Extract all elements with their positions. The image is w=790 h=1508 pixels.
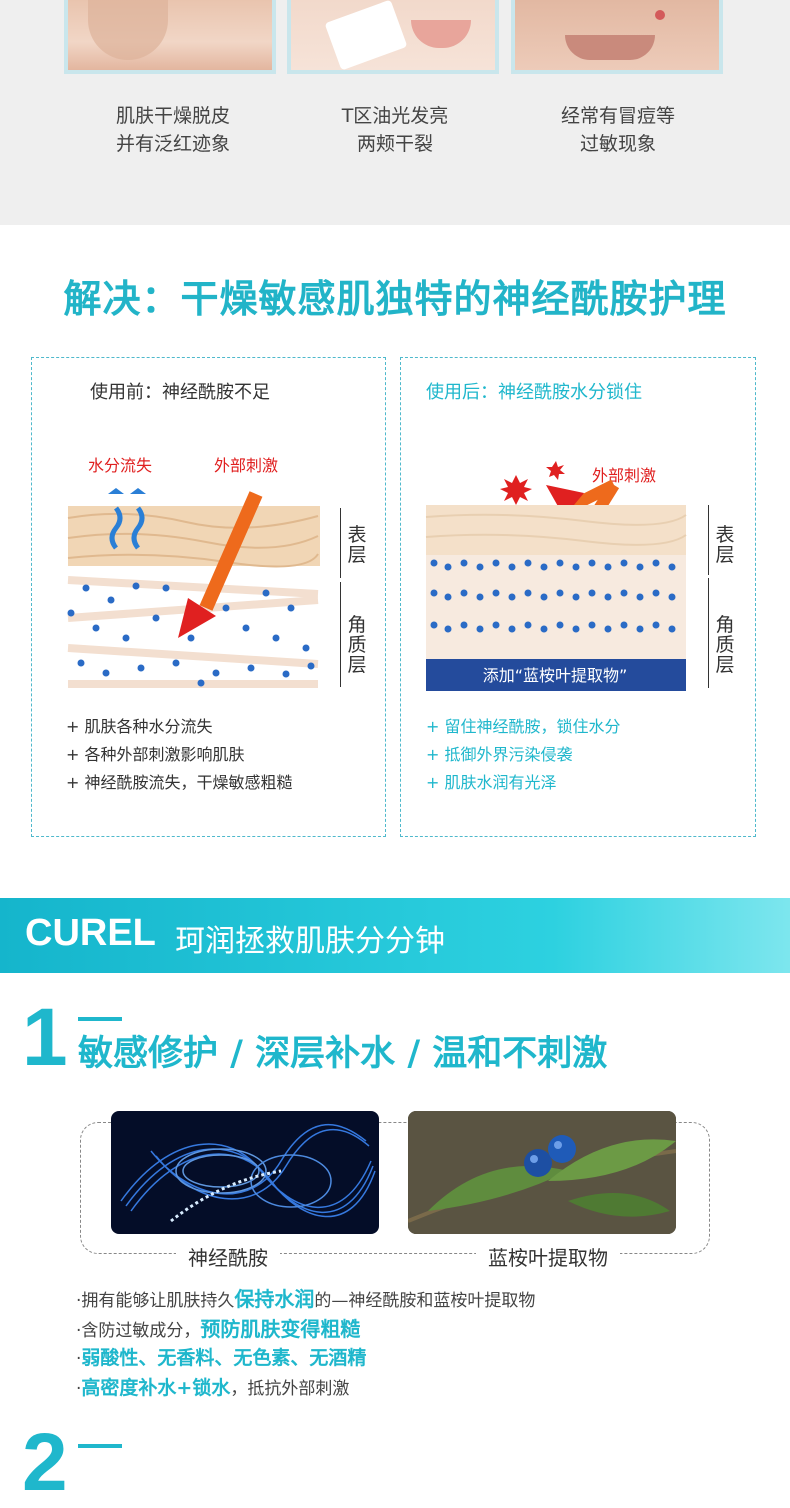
after-skin-diagram [425, 461, 687, 691]
feature-number-2: 2 [22, 1417, 68, 1508]
solution-title: 解决：干燥敏感肌独特的神经酰胺护理 [63, 277, 727, 321]
after-bullet-2: + 抵御外界污染侵袭 [426, 745, 573, 764]
problems-section: 肌肤干燥脱皮并有泛红迹象 T区油光发亮两颊干裂 经常有冒痘等过敏现象 [0, 0, 790, 225]
before-stratum-label: 角质层 [347, 614, 367, 676]
after-stratum-bracket [698, 578, 709, 688]
ceramide-label: 神经酰胺 [176, 1242, 280, 1271]
eucalyptus-label: 蓝桉叶提取物 [476, 1242, 620, 1271]
extract-bar: 添加“蓝桉叶提取物” [482, 666, 628, 685]
desc-line-2: ·含防过敏成分，预防肌肤变得粗糙 [76, 1317, 361, 1341]
after-title: 使用后：神经酰胺水分锁住 [426, 382, 642, 403]
problem-text-3: 经常有冒痘等过敏现象 [560, 105, 675, 155]
before-panel: 使用前：神经酰胺不足 + 肌肤各种水分流失 + 各种外部刺激影响肌肤 + 神经酰… [31, 357, 386, 837]
banner-subtitle: 珂润拯救肌肤分分钟 [175, 924, 445, 959]
problem-text-1: 肌肤干燥脱皮并有泛红迹象 [115, 105, 230, 155]
before-bullet-2: + 各种外部刺激影响肌肤 [66, 745, 245, 764]
feature-number-underline [78, 1017, 122, 1021]
before-bullets: + 肌肤各种水分流失 + 各种外部刺激影响肌肤 + 神经酰胺流失，干燥敏感粗糙 [66, 713, 293, 797]
desc-line-3: ·弱酸性、无香料、无色素、无酒精 [76, 1347, 367, 1369]
before-bullet-1: + 肌肤各种水分流失 [66, 717, 213, 736]
feature-2-underline [78, 1444, 122, 1448]
after-stimulus-label: 外部刺激 [592, 466, 657, 485]
feature-1-title: 敏感修护 / 深层补水 / 温和不刺激 [78, 1034, 608, 1074]
feature-number-1: 1 [22, 992, 68, 1083]
before-bullet-3: + 神经酰胺流失，干燥敏感粗糙 [66, 773, 293, 792]
before-surface-bracket [330, 508, 341, 578]
acne-skin-photo [511, 0, 723, 74]
before-stratum-bracket [330, 582, 341, 687]
after-bullets: + 留住神经酰胺，锁住水分 + 抵御外界污染侵袭 + 肌肤水润有光泽 [426, 713, 621, 797]
after-surface-bracket [698, 505, 709, 575]
after-bullet-3: + 肌肤水润有光泽 [426, 773, 557, 792]
oily-skin-photo [287, 0, 499, 74]
before-skin-diagram [67, 488, 320, 690]
brand-name: CUREL [25, 912, 156, 954]
ceramide-wave-image [111, 1111, 379, 1234]
before-surface-label: 表层 [347, 524, 367, 566]
dry-skin-photo [64, 0, 276, 74]
after-panel: 使用后：神经酰胺水分锁住 + 留住神经酰胺，锁住水分 + 抵御外界污染侵袭 + … [400, 357, 756, 837]
desc-line-1: ·拥有能够让肌肤持久保持水润的—神经酰胺和蓝桉叶提取物 [76, 1287, 536, 1311]
after-surface-label: 表层 [715, 524, 735, 566]
feature-images-frame [80, 1122, 710, 1254]
eucalyptus-leaf-image [408, 1111, 676, 1234]
after-stratum-label: 角质层 [715, 614, 735, 676]
problem-text-2: T区油光发亮两颊干裂 [341, 105, 449, 155]
curel-banner: CUREL 珂润拯救肌肤分分钟 [0, 898, 790, 973]
after-bullet-1: + 留住神经酰胺，锁住水分 [426, 717, 621, 736]
before-title: 使用前：神经酰胺不足 [90, 382, 270, 403]
water-loss-label: 水分流失 [88, 456, 153, 475]
desc-line-4: ·高密度补水+锁水，抵抗外部刺激 [76, 1377, 350, 1399]
before-stimulus-label: 外部刺激 [214, 456, 279, 475]
